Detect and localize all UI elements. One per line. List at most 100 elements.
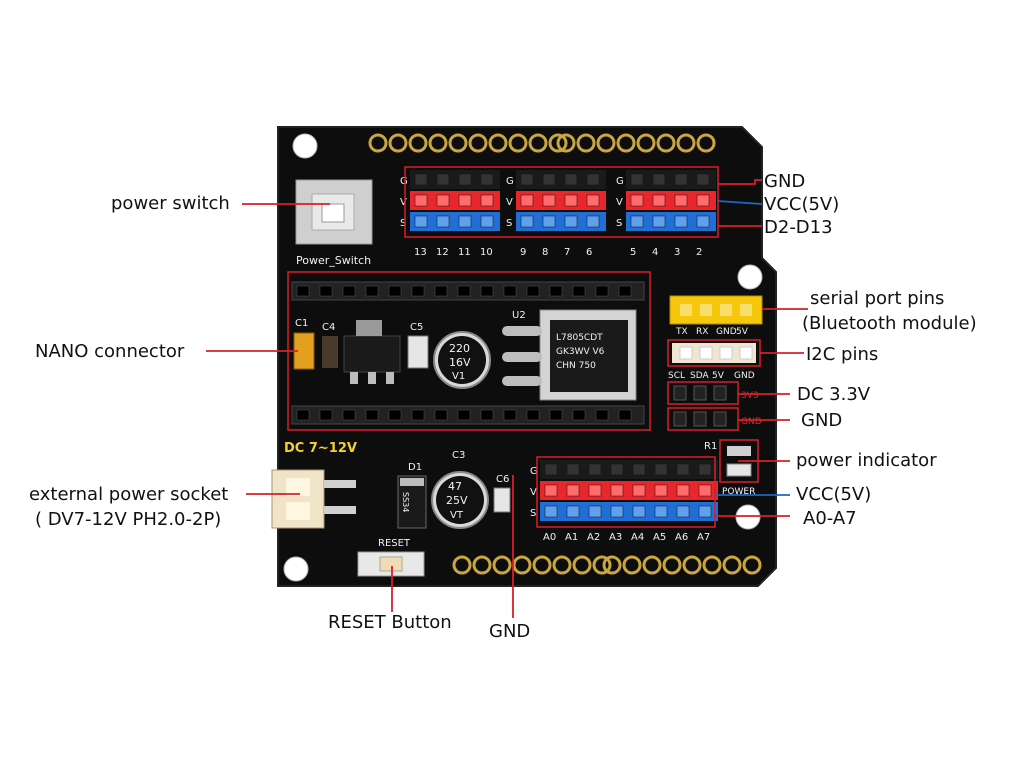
c3-silk: C3	[452, 450, 465, 461]
c5-cap	[407, 335, 429, 369]
pin-number-label: A1	[565, 532, 578, 543]
gold-pad	[722, 555, 742, 575]
gold-pad	[532, 555, 552, 575]
header-pin	[632, 463, 646, 476]
label-power-indicator: power indicator	[796, 450, 937, 471]
label-reset-button: RESET Button	[328, 612, 452, 633]
header-row-bg	[410, 212, 500, 231]
gold-pad	[388, 133, 408, 153]
cap-220-text-c: V1	[452, 371, 465, 382]
pin-number-label: A5	[653, 532, 666, 543]
header-row-bg	[516, 191, 606, 210]
serial-pin-label: RX	[696, 327, 708, 337]
header-row-bg	[516, 212, 606, 231]
nano-pin	[526, 285, 540, 297]
resistor-r1	[727, 446, 751, 456]
header-row-bg	[626, 170, 716, 189]
header-row-bg	[410, 170, 500, 189]
reset-button[interactable]	[357, 551, 425, 577]
pin-number-label: A2	[587, 532, 600, 543]
gold-pad	[622, 555, 642, 575]
nano-pin	[549, 285, 563, 297]
nano-pin	[618, 285, 632, 297]
analog-header-outline	[536, 456, 716, 528]
gold-pad	[742, 555, 762, 575]
header-pin	[696, 194, 710, 207]
header-pin	[652, 194, 666, 207]
top-header-pads	[368, 133, 716, 153]
label-ext-power-line1: external power socket	[29, 484, 229, 505]
header-pin	[566, 463, 580, 476]
voltage-regulator	[502, 309, 637, 401]
header-pin	[520, 173, 534, 186]
header-row-bg	[540, 502, 718, 521]
gold-pad	[452, 555, 472, 575]
i2c-connector	[667, 339, 761, 367]
nano-connector-rows	[291, 281, 645, 425]
electrolytic-220uf	[433, 331, 491, 389]
external-power-socket[interactable]	[271, 469, 356, 529]
header-pin	[564, 215, 578, 228]
label-nano-connector: NANO connector	[35, 341, 185, 362]
gold-pad	[548, 133, 568, 153]
nano-pin	[572, 409, 586, 421]
header-pin	[480, 194, 494, 207]
gold-pad	[508, 133, 528, 153]
gold-pad	[528, 133, 548, 153]
header-pin	[654, 505, 668, 518]
header-pin	[414, 194, 428, 207]
header-pin	[588, 484, 602, 497]
nano-pin	[503, 285, 517, 297]
reg-text-3: CHN 750	[556, 361, 596, 371]
gvs-letter: G	[506, 176, 514, 187]
gold-pad	[552, 555, 572, 575]
header-pin	[630, 215, 644, 228]
header-pin	[588, 463, 602, 476]
gold-pad	[472, 555, 492, 575]
nano-pin	[549, 409, 563, 421]
pin-number-label: A4	[631, 532, 644, 543]
gold-pad	[468, 133, 488, 153]
gvs-letter: V	[530, 487, 537, 498]
header-pin	[436, 215, 450, 228]
pin-number-label: 7	[564, 247, 570, 258]
gold-pad	[636, 133, 656, 153]
nano-pin	[572, 285, 586, 297]
header-pin	[654, 484, 668, 497]
label-gnd-mid: GND	[801, 410, 843, 431]
nano-pin	[388, 285, 402, 297]
gvs-letter: S	[400, 218, 406, 229]
pin-row-gnd	[667, 407, 739, 431]
gold-pad	[596, 133, 616, 153]
nano-pin	[342, 409, 356, 421]
gold-pad	[576, 133, 596, 153]
header-pin	[654, 463, 668, 476]
header-pin	[544, 484, 558, 497]
nano-pin	[503, 409, 517, 421]
power-led	[726, 463, 752, 477]
label-i2c: I2C pins	[806, 344, 879, 365]
nano-pin	[296, 409, 310, 421]
diode-d1	[397, 475, 427, 529]
nano-pin	[411, 409, 425, 421]
header-pin	[610, 505, 624, 518]
header-row-bg	[540, 460, 718, 479]
cap-47-text-c: VT	[450, 510, 464, 521]
label-gnd-top: GND	[764, 171, 806, 192]
header-pin	[586, 194, 600, 207]
header-pin	[588, 505, 602, 518]
gold-pad	[702, 555, 722, 575]
header-pin	[520, 215, 534, 228]
gvs-letter: V	[506, 197, 513, 208]
nano-pin	[296, 285, 310, 297]
electrolytic-47uf	[431, 471, 489, 529]
gold-pad	[696, 133, 716, 153]
pin-number-label: A6	[675, 532, 688, 543]
label-serial-line1: serial port pins	[810, 288, 945, 309]
i2c-pin-label: GND	[734, 371, 755, 381]
pin-number-label: A7	[697, 532, 710, 543]
header-pin	[696, 215, 710, 228]
power-switch[interactable]	[295, 179, 373, 245]
